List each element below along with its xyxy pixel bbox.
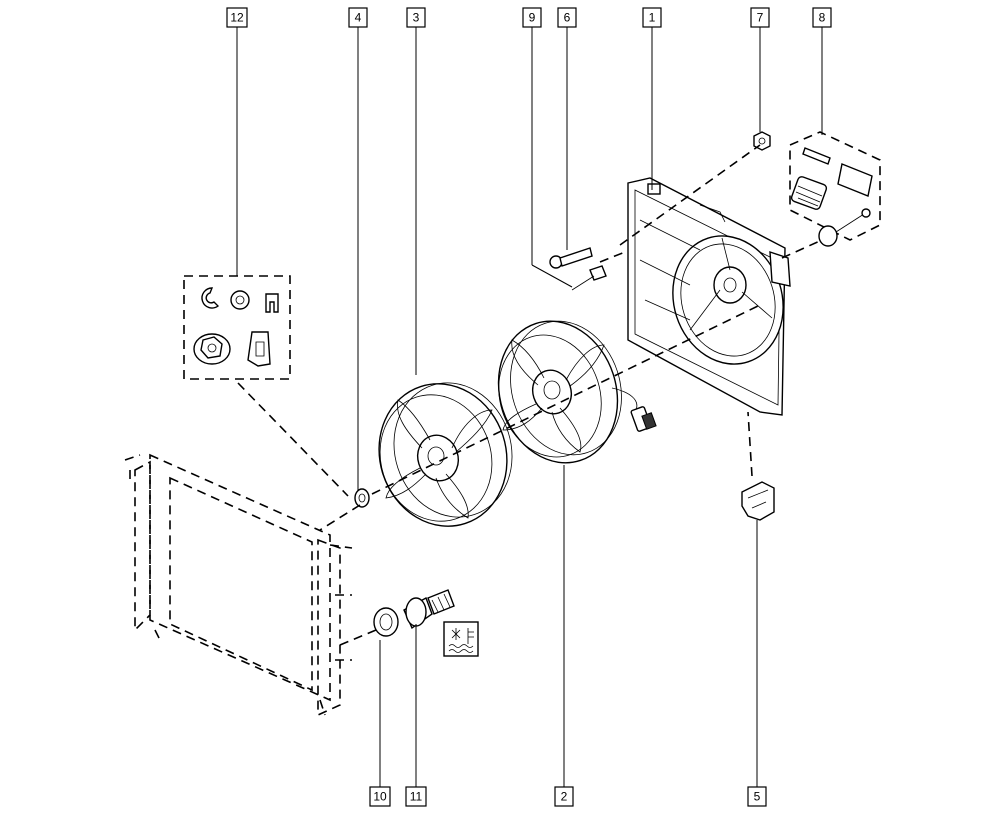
- callout-10: 10: [369, 786, 391, 807]
- fan-shroud-icon: [627, 177, 791, 416]
- callout-8: 8: [812, 7, 832, 28]
- callout-12: 12: [226, 7, 248, 28]
- callout-3: 3: [406, 7, 426, 28]
- resistor-kit-icon: [789, 131, 881, 247]
- radiator-icon: [124, 453, 353, 717]
- callout-label: 1: [649, 11, 656, 25]
- callout-5: 5: [747, 786, 767, 807]
- fan-blade-icon: [378, 382, 513, 527]
- callout-label: 5: [754, 790, 761, 804]
- callout-label: 6: [564, 11, 571, 25]
- assembly-lines: [237, 144, 823, 646]
- callout-1: 1: [642, 7, 662, 28]
- seal-ring-icon: [373, 607, 399, 637]
- fastener-kit-icon: [183, 275, 291, 380]
- temperature-switch-icon: [403, 589, 455, 630]
- callout-2: 2: [554, 786, 574, 807]
- callout-label: 8: [819, 11, 826, 25]
- leader-lines: [236, 27, 823, 787]
- seal-ring-icon: [354, 488, 370, 508]
- callout-label: 3: [413, 11, 420, 25]
- callout-label: 4: [355, 11, 362, 25]
- callout-4: 4: [348, 7, 368, 28]
- screw-icon: [549, 247, 607, 291]
- clip-icon: [741, 481, 775, 521]
- callout-9: 9: [522, 7, 542, 28]
- callout-label: 10: [373, 790, 387, 804]
- callout-label: 11: [410, 790, 423, 804]
- callout-label: 7: [757, 11, 764, 25]
- coolant-temperature-symbol-icon: [443, 621, 479, 657]
- callout-label: 12: [230, 11, 244, 25]
- callout-11: 11: [405, 786, 427, 807]
- callout-6: 6: [557, 7, 577, 28]
- callout-7: 7: [750, 7, 770, 28]
- callout-label: 2: [561, 790, 568, 804]
- callout-label: 9: [529, 11, 536, 25]
- fan-motor-icon: [497, 320, 657, 464]
